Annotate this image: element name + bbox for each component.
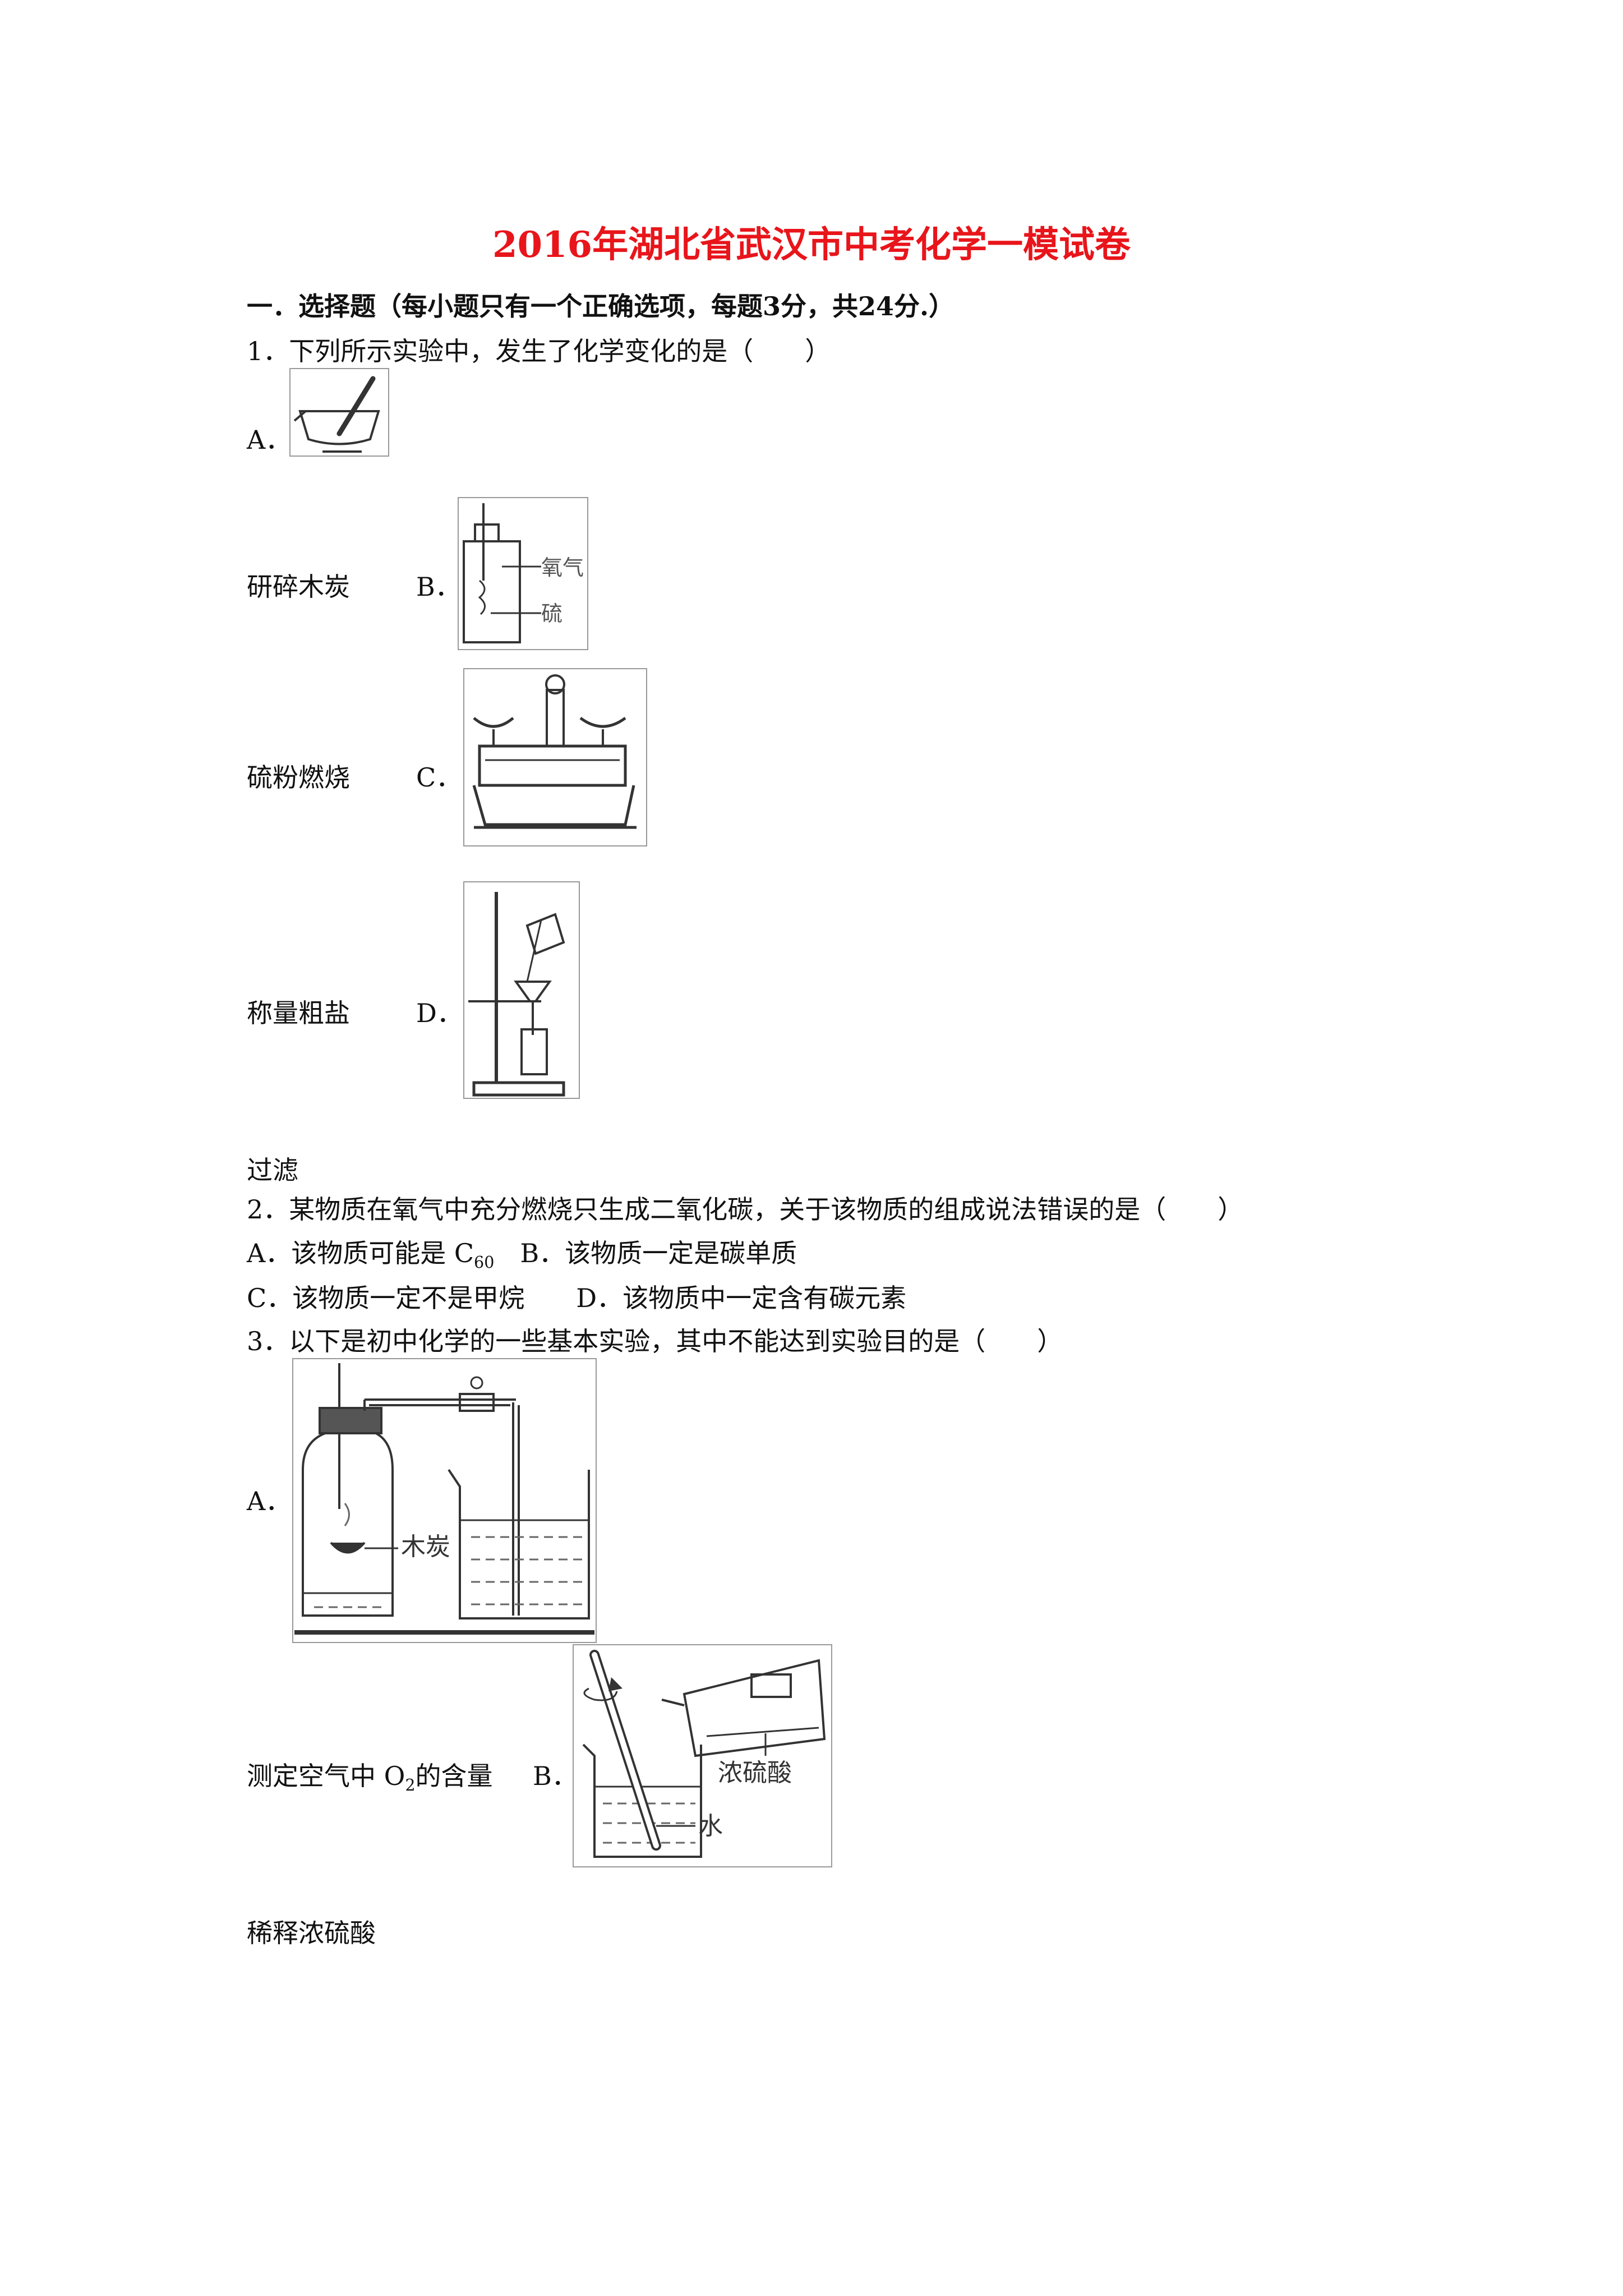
water-label: 水 (698, 1812, 723, 1840)
q2-option-a: A．该物质可能是 C60 (247, 1238, 495, 1272)
q2-option-d: D．该物质中一定含有碳元素 (576, 1283, 907, 1313)
q1-stem: 1．下列所示实验中，发生了化学变化的是（ ） (247, 336, 831, 366)
q1-caption-c: 称量粗盐 (247, 998, 350, 1028)
q1-label-a: A． (247, 425, 292, 455)
oxygen-label: 氧气 (541, 555, 584, 580)
q1-caption-b: 硫粉燃烧 (247, 762, 350, 793)
q1-caption-a: 研碎木炭 (247, 572, 350, 602)
q1-label-d: D． (416, 998, 463, 1028)
q2-option-b: B．该物质一定是碳单质 (520, 1238, 797, 1268)
sulfur-burning-figure: 氧气 硫 (457, 496, 589, 651)
q1-label-c: C． (416, 762, 462, 793)
balance-figure (463, 668, 648, 847)
filtration-figure (463, 881, 580, 1099)
sulfur-label: 硫 (541, 601, 562, 626)
q2-options-cd: C．该物质一定不是甲烷 D．该物质中一定含有碳元素 (247, 1278, 906, 1315)
q2-options-ab: A．该物质可能是 C60 B．该物质一定是碳单质 (247, 1233, 797, 1272)
section-heading: 一．选择题（每小题只有一个正确选项，每题3分，共24分.） (247, 291, 955, 321)
q2-option-c: C．该物质一定不是甲烷 (247, 1283, 525, 1313)
dilution-figure: 浓硫酸 水 (572, 1644, 833, 1868)
q3-label-a: A． (247, 1486, 292, 1516)
oxygen-content-figure: 木炭 (292, 1358, 597, 1644)
q3-caption-a: 测定空气中 O2的含量 (247, 1761, 493, 1795)
mortar-pestle-figure (289, 367, 390, 457)
q1-label-b: B． (416, 572, 461, 602)
q3-caption-b: 稀释浓硫酸 (247, 1918, 376, 1948)
q3-stem: 3．以下是初中化学的一些基本实验，其中不能达到实验目的是（ ） (247, 1326, 1063, 1356)
q2-stem: 2．某物质在氧气中充分燃烧只生成二氧化碳，关于该物质的组成说法错误的是（ ） (247, 1194, 1244, 1225)
q1-caption-d: 过滤 (247, 1155, 298, 1185)
q3-label-b: B． (533, 1761, 578, 1791)
charcoal-label: 木炭 (401, 1533, 450, 1561)
acid-label: 浓硫酸 (718, 1759, 792, 1787)
page-title: 2016年湖北省武汉市中考化学一模试卷 (492, 224, 1131, 266)
